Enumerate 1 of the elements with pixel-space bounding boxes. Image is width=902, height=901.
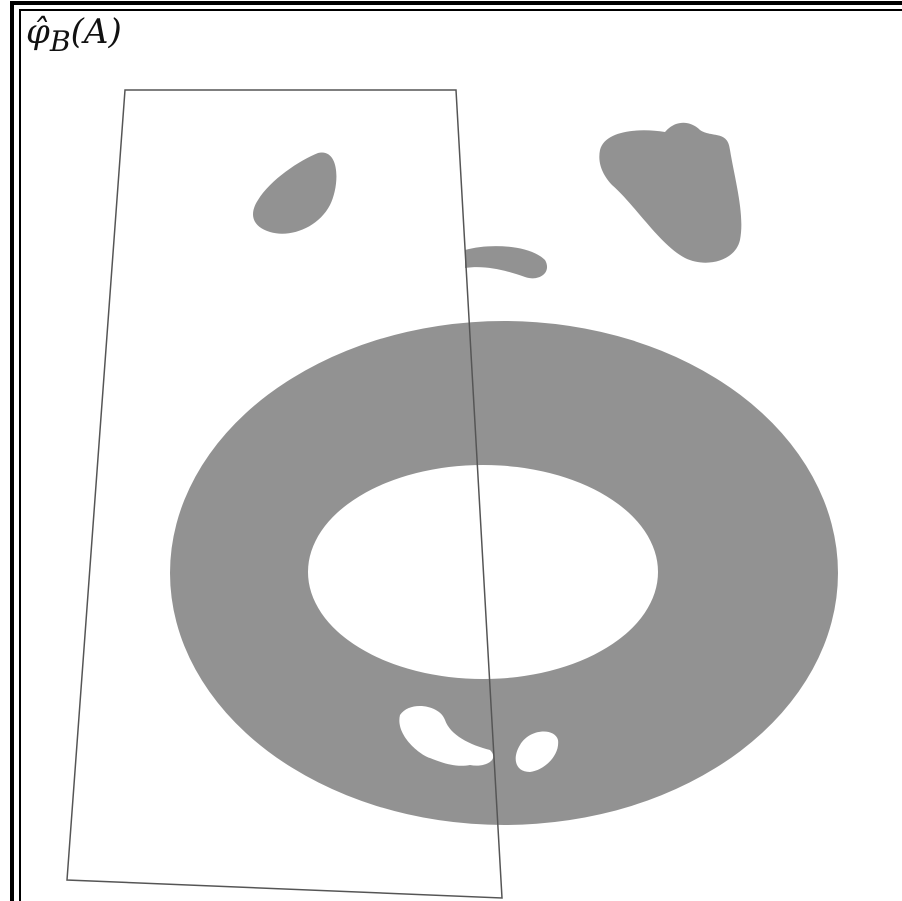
set-label: φ̂$_{B}$(A)	[26, 12, 122, 60]
